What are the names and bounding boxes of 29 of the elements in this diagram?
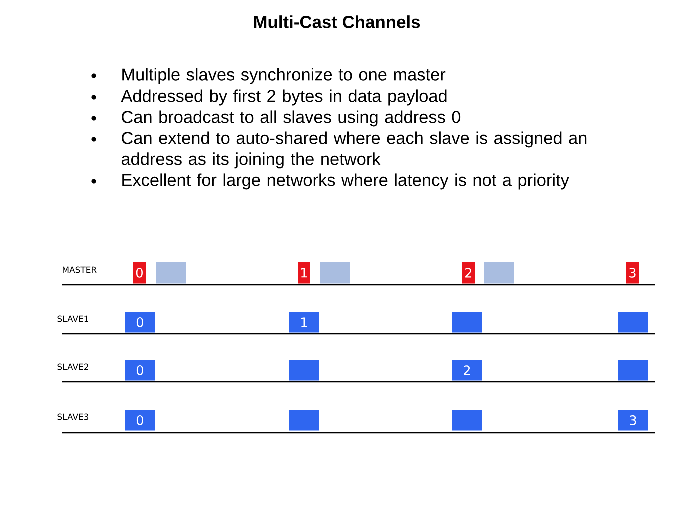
address-slot: 2 bbox=[462, 262, 476, 284]
time-slot: 0 bbox=[125, 410, 156, 431]
data-slot bbox=[156, 262, 186, 284]
data-slot bbox=[484, 262, 514, 284]
row-label: SLAVE2 bbox=[58, 364, 88, 370]
slide-title: Multi-Cast Channels bbox=[254, 16, 420, 28]
time-slot: 3 bbox=[618, 410, 648, 431]
address-slot: 3 bbox=[626, 262, 640, 284]
bullet-text: Can extend to auto-shared where each slave is assigned an address as its joining the network bbox=[122, 132, 587, 169]
row-label: MASTER bbox=[63, 266, 97, 274]
time-slot bbox=[618, 360, 648, 381]
time-slot bbox=[452, 410, 482, 431]
time-slot bbox=[289, 410, 320, 431]
row-label: SLAVE3 bbox=[58, 414, 89, 420]
time-slot bbox=[618, 312, 648, 333]
address-slot: 0 bbox=[133, 262, 146, 284]
bullet-text: Addressed by first 2 bytes in data payload bbox=[121, 90, 447, 106]
bullet-text: Multiple slaves synchronize to one master bbox=[122, 68, 446, 84]
row-label: SLAVE1 bbox=[58, 316, 88, 322]
data-slot bbox=[320, 262, 350, 284]
bullet-text: Can broadcast to all slaves using address 0 bbox=[122, 110, 461, 127]
bullet-text: Excellent for large networks where latency is not a priority bbox=[122, 174, 570, 190]
address-slot: 1 bbox=[298, 262, 310, 284]
time-slot: 0 bbox=[125, 312, 156, 333]
time-slot: 0 bbox=[125, 360, 156, 381]
time-slot bbox=[289, 360, 320, 381]
time-slot: 2 bbox=[452, 360, 482, 381]
time-slot: 1 bbox=[289, 312, 320, 333]
time-slot bbox=[452, 312, 482, 333]
